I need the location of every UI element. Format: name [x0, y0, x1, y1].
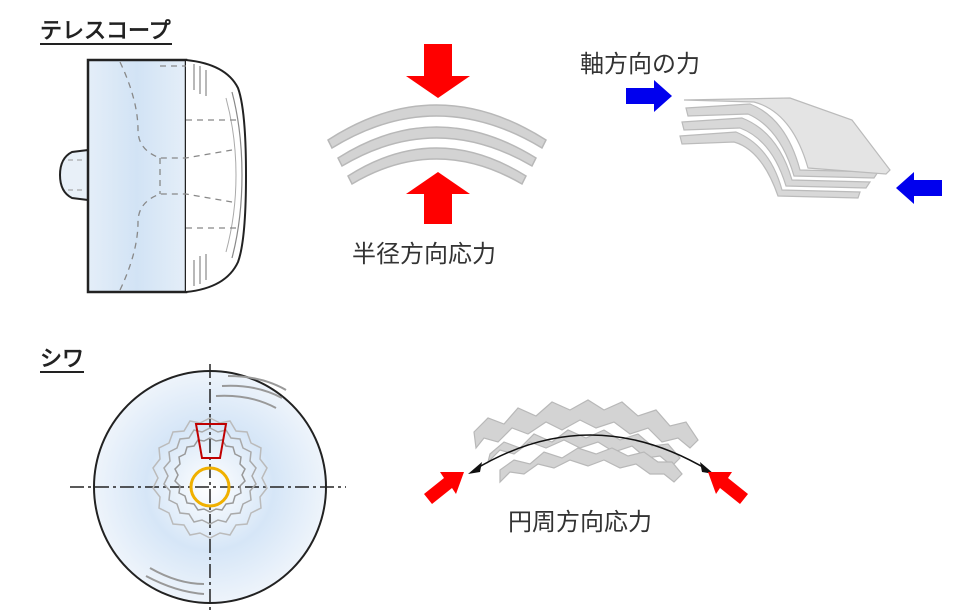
- axial-arrow-right: [626, 80, 672, 112]
- circumferential-arc: [473, 434, 709, 471]
- segment-marker: [194, 423, 228, 459]
- core-stub: [58, 148, 89, 202]
- circumferential-arrow-right: [708, 472, 748, 504]
- circumferential-stress-illustration: 円周方向応力: [424, 399, 748, 536]
- radial-stress-label: 半径方向応力: [352, 240, 496, 268]
- sheet-3: [685, 103, 880, 179]
- wrinkle-ring-middle: [163, 427, 257, 525]
- sheet-2: [681, 117, 872, 189]
- shifted-layers: [185, 59, 248, 293]
- circumferential-arrow-left: [424, 472, 464, 504]
- circumferential-stress-label: 円周方向応力: [508, 508, 652, 536]
- sheet-top: [683, 97, 891, 175]
- radial-arrow-up: [406, 172, 470, 224]
- axial-force-label: 軸方向の力: [580, 50, 700, 78]
- wrinkle-roll-front-view: [70, 364, 346, 610]
- axial-force-illustration: 軸方向の力: [580, 50, 942, 204]
- section-heading-wrinkle: シワ: [40, 347, 84, 373]
- wrinkle-ring-inner: [174, 437, 246, 513]
- arc-arrowhead-left: [468, 462, 482, 474]
- axial-arrow-left: [896, 172, 942, 204]
- wavy-layer-3: [499, 447, 683, 484]
- layer-lines-top: [193, 64, 207, 96]
- core-ring: [189, 466, 231, 508]
- wavy-layer-1: [473, 399, 699, 450]
- sheet-1: [679, 131, 861, 199]
- layer-arc-2: [337, 126, 537, 168]
- layer-arc-3: [347, 147, 527, 186]
- radial-stress-illustration: 半径方向応力: [327, 44, 547, 268]
- section-heading-telescope: テレスコープ: [40, 19, 172, 45]
- roll-body: [86, 58, 188, 294]
- telescope-roll-illustration: [58, 58, 248, 294]
- telescope-title: テレスコープ: [40, 19, 172, 44]
- arc-arrowhead-right: [700, 462, 714, 474]
- layer-lines-bottom: [193, 254, 207, 286]
- layer-arc-1: [327, 104, 547, 150]
- wrinkle-title: シワ: [40, 347, 84, 372]
- wrinkle-ring-outer: [152, 417, 268, 539]
- radial-arrow-down: [406, 44, 470, 98]
